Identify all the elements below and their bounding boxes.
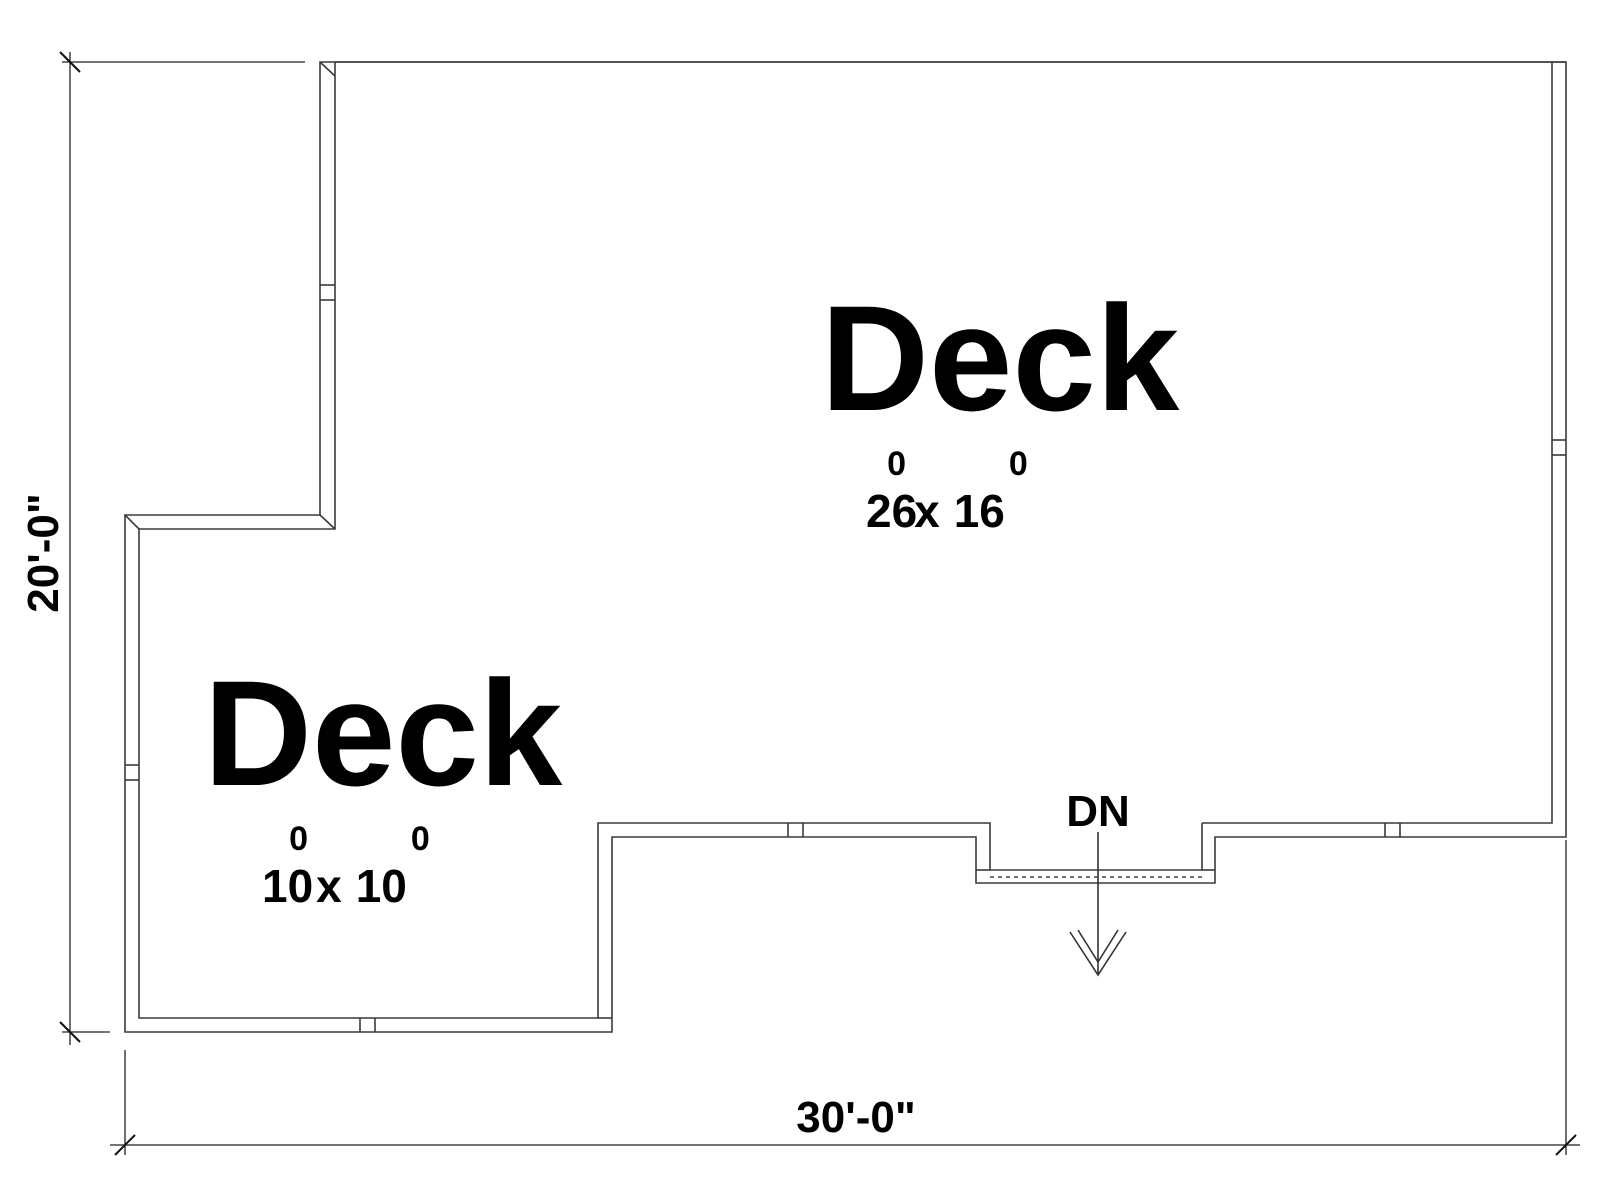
overall-width-label: 30'-0": [796, 1093, 915, 1142]
room-width-sup: 0: [289, 820, 308, 858]
dim-tick: [59, 1021, 81, 1043]
dimension-depth: 20'-0": [19, 51, 305, 1045]
corner: [124, 514, 140, 530]
room-depth-sup: 0: [1009, 445, 1028, 483]
room-size-sep: x: [914, 485, 940, 537]
dim-tick: [59, 51, 81, 73]
room-size-sep: x: [316, 860, 342, 912]
corner: [319, 514, 336, 530]
dimension-width: 30'-0": [110, 840, 1580, 1156]
stair-label: DN: [1066, 787, 1130, 836]
room-name: Deck: [204, 649, 563, 817]
room-width: 10: [262, 860, 313, 912]
down-arrow-icon: [1069, 931, 1127, 977]
dim-tick: [1555, 1134, 1577, 1156]
stair-opening: DN: [976, 787, 1215, 977]
room-width-sup: 0: [887, 445, 906, 483]
room-depth: 16: [954, 485, 1005, 537]
deck-outline: [124, 61, 1567, 1033]
corner: [319, 61, 336, 77]
dim-tick: [114, 1134, 136, 1156]
room-depth: 10: [356, 860, 407, 912]
room-depth-sup: 0: [411, 820, 430, 858]
down-arrow-inner: [1077, 929, 1119, 964]
outline-inner: [138, 61, 1566, 1019]
overall-depth-label: 20'-0": [19, 493, 68, 612]
room-name: Deck: [821, 274, 1180, 442]
room-width: 26: [866, 485, 917, 537]
